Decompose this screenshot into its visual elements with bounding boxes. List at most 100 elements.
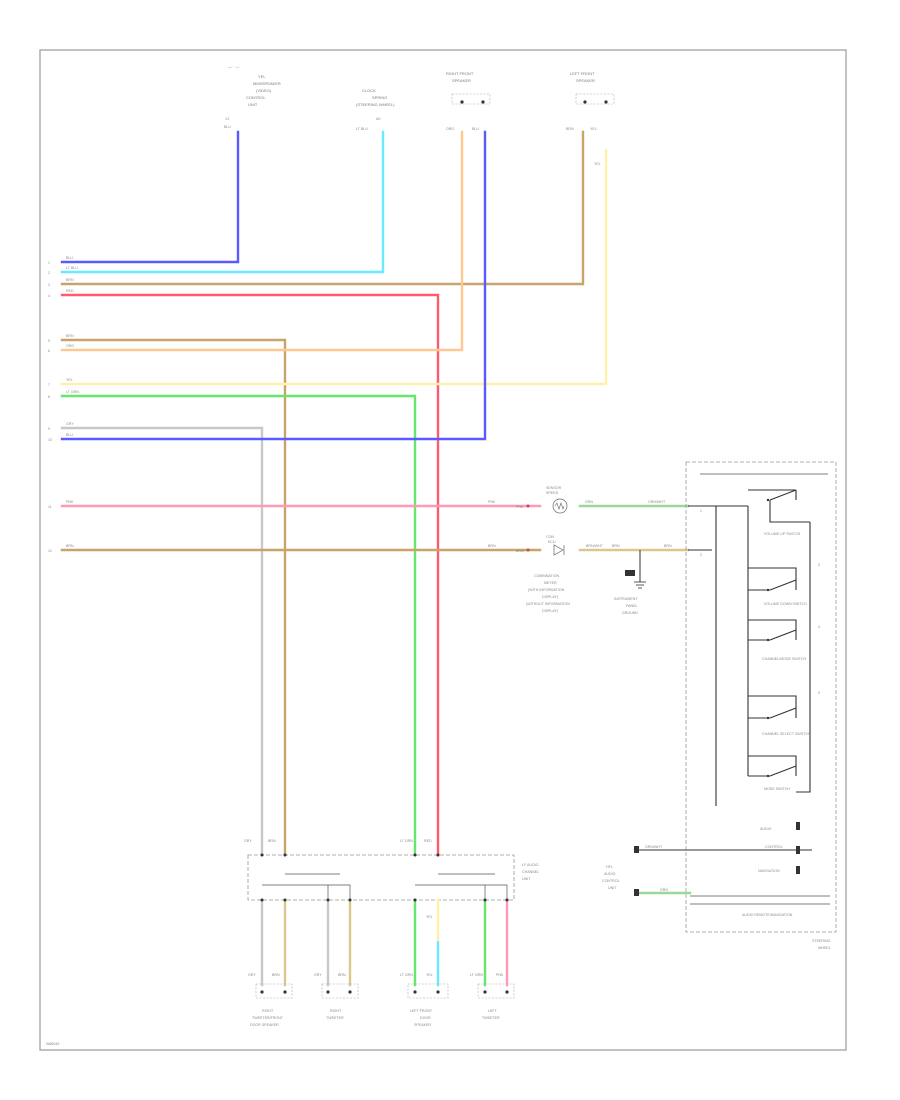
top-comp-2-line-1: SPRING bbox=[372, 95, 387, 100]
left-wire-label-8: GRY bbox=[66, 422, 74, 426]
svg-text:1: 1 bbox=[48, 261, 50, 265]
lf-box-line-0: LF AUDIO bbox=[522, 863, 539, 867]
top-comp-4-wire-1: YEL bbox=[590, 127, 597, 131]
diode-icon bbox=[553, 544, 565, 556]
svg-text:3: 3 bbox=[48, 283, 50, 287]
left-wire-label-4: BRN bbox=[66, 334, 74, 338]
steering-wheel-box: 1 2 VOLUME UP SWITCH VOLUME DOWN SWITCH … bbox=[602, 461, 837, 950]
top-comp-3-wire-1: BLU bbox=[472, 127, 479, 131]
bottom-comp-2: GRY BRN RIGHT TWEETER bbox=[314, 973, 359, 1020]
left-wire-label-11: BRN bbox=[66, 544, 74, 548]
svg-text:BRN: BRN bbox=[338, 973, 346, 977]
switch-channel-mode: CHANNEL/MODE SWITCH bbox=[748, 619, 807, 661]
svg-text:GRY: GRY bbox=[244, 839, 252, 843]
svg-text:AUDIO REMOTE/NAVIGATION: AUDIO REMOTE/NAVIGATION bbox=[742, 913, 793, 917]
left-wire-label-0: BLU bbox=[66, 256, 73, 260]
combo-meter-line-1: METER bbox=[544, 581, 557, 585]
steering-lower-2: NAVIGATION bbox=[758, 869, 780, 873]
svg-text:YEL: YEL bbox=[426, 973, 433, 977]
top-comp-1-line-0: YEL bbox=[258, 74, 266, 79]
steering-audio-unit: HFL AUDIO CONTROL UNIT GRN bbox=[602, 865, 692, 896]
svg-text:CON: CON bbox=[546, 535, 554, 539]
bottom-comp-3-line-1: DOOR bbox=[420, 1016, 431, 1020]
center-components: PNK PNK GRN GRN/WHT SPEED SENSOR BRN BRN… bbox=[488, 486, 672, 615]
top-comp-1-line-2: (VIDEO) bbox=[256, 88, 272, 93]
ground-icon bbox=[625, 550, 646, 589]
combo-meter-line-4: (WITHOUT INFORMATION bbox=[526, 602, 570, 606]
top-comp-4-wire-0: BRN bbox=[566, 127, 574, 131]
top-comp-2-line-0: CLOCK bbox=[362, 88, 376, 93]
combo-meter-line-2: (WITH INFORMATION bbox=[528, 588, 565, 592]
svg-text:7: 7 bbox=[48, 383, 50, 387]
steering-lower-0: AUDIO bbox=[760, 827, 772, 831]
svg-text:BRN: BRN bbox=[268, 839, 276, 843]
switch-label-4: MODE SWITCH bbox=[764, 787, 790, 791]
ground-line-0: INSTRUMENT bbox=[614, 597, 638, 601]
top-comp-3-line-0: RIGHT FRONT bbox=[446, 71, 474, 76]
svg-text:YEL: YEL bbox=[594, 162, 601, 166]
switch-channel-select: CHANNEL SELECT SWITCH bbox=[748, 695, 810, 736]
top-comp-3-wire-0: ORG bbox=[446, 127, 454, 131]
svg-text:BRN: BRN bbox=[272, 973, 280, 977]
bottom-comp-3-line-2: SPEAKER bbox=[414, 1023, 431, 1027]
left-wire-label-2: BRN bbox=[66, 278, 74, 282]
svg-text:RED: RED bbox=[424, 839, 432, 843]
top-comp-1-line-3: CONTROL bbox=[246, 95, 266, 100]
switch-mode: MODE SWITCH bbox=[748, 755, 797, 791]
svg-text:5: 5 bbox=[818, 691, 820, 695]
bottom-comp-4: LT GRN PNK LEFT TWEETER bbox=[470, 973, 515, 1020]
audio-unit-0: HFL bbox=[606, 865, 613, 869]
switch-label-2: CHANNEL/MODE SWITCH bbox=[762, 657, 807, 661]
combo-meter-line-3: DISPLAY) bbox=[542, 595, 558, 599]
tag-grn: GRN bbox=[585, 500, 593, 504]
wire-brn-top bbox=[60, 130, 585, 286]
bottom-components: GRY BRN RIGHT TWEETER/FRONT DOOR SPEAKER… bbox=[248, 973, 515, 1027]
svg-text:12: 12 bbox=[48, 549, 52, 553]
svg-text:ECU: ECU bbox=[548, 540, 556, 544]
left-wire-label-10: PNK bbox=[66, 500, 74, 504]
combo-meter-line-0: COMBINATION bbox=[534, 574, 559, 578]
top-comp-1-line-1: MMI/SPEAKER bbox=[253, 81, 281, 86]
svg-text:6: 6 bbox=[48, 349, 50, 353]
svg-text:— · —: — · — bbox=[228, 64, 240, 69]
steering-lower-1: CONTROL bbox=[765, 845, 783, 849]
combo-meter-line-5: DISPLAY) bbox=[542, 609, 558, 613]
svg-text:LT GRN: LT GRN bbox=[400, 839, 413, 843]
bottom-comp-2-line-1: TWEETER bbox=[326, 1016, 344, 1020]
wire-red bbox=[60, 293, 440, 857]
svg-text:LT GRN: LT GRN bbox=[470, 973, 483, 977]
svg-text:GRN/WHT: GRN/WHT bbox=[645, 845, 663, 849]
top-component-3: RIGHT FRONT SPEAKER ORG BLU bbox=[446, 71, 491, 131]
tag-brn-1: BRN bbox=[488, 544, 496, 548]
wire-org bbox=[60, 130, 464, 352]
svg-text:9: 9 bbox=[48, 427, 50, 431]
svg-text:A9: A9 bbox=[376, 117, 380, 121]
wire-brn-2 bbox=[60, 338, 287, 857]
svg-text:4: 4 bbox=[48, 294, 50, 298]
left-wire-label-7: LT GRN bbox=[66, 390, 79, 394]
tag-pnk-2: PNK bbox=[516, 505, 524, 509]
tag-grn-wht: GRN/WHT bbox=[648, 500, 666, 504]
svg-text:2: 2 bbox=[48, 271, 50, 275]
steering-lower-rows: AUDIO GRN/WHT CONTROL NAVIGATION AUDIO R… bbox=[634, 822, 830, 917]
bottom-comp-1-line-0: RIGHT bbox=[262, 1009, 274, 1013]
steering-box-label-0: STEERING bbox=[812, 939, 831, 943]
switch-volume-up: VOLUME UP SWITCH bbox=[748, 489, 810, 536]
tag-brn-wht: BRN/WHT bbox=[586, 544, 604, 548]
left-wire-label-5: ORG bbox=[66, 344, 74, 348]
top-component-2: CLOCK SPRING (STEERING WHEEL) A9 LT BLU bbox=[356, 88, 395, 131]
left-wire-label-1: LT BLU bbox=[66, 266, 78, 270]
top-comp-4-line-0: LEFT FRONT bbox=[570, 71, 595, 76]
audio-unit-3: UNIT bbox=[608, 886, 617, 890]
bottom-comp-4-line-0: LEFT bbox=[488, 1009, 498, 1013]
audio-unit-2: CONTROL bbox=[602, 879, 620, 883]
bottom-comp-2-line-0: RIGHT bbox=[330, 1009, 342, 1013]
switch-label-3: CHANNEL SELECT SWITCH bbox=[762, 732, 810, 736]
top-comp-1-line-4: UNIT bbox=[248, 102, 258, 107]
steering-box-label-1: WHEEL bbox=[818, 946, 831, 950]
top-component-1: — · — YEL MMI/SPEAKER (VIDEO) CONTROL UN… bbox=[224, 64, 281, 129]
svg-text:5: 5 bbox=[48, 339, 50, 343]
footer-code: W66045 bbox=[46, 1042, 59, 1046]
left-wire-label-9: BLU bbox=[66, 433, 73, 437]
